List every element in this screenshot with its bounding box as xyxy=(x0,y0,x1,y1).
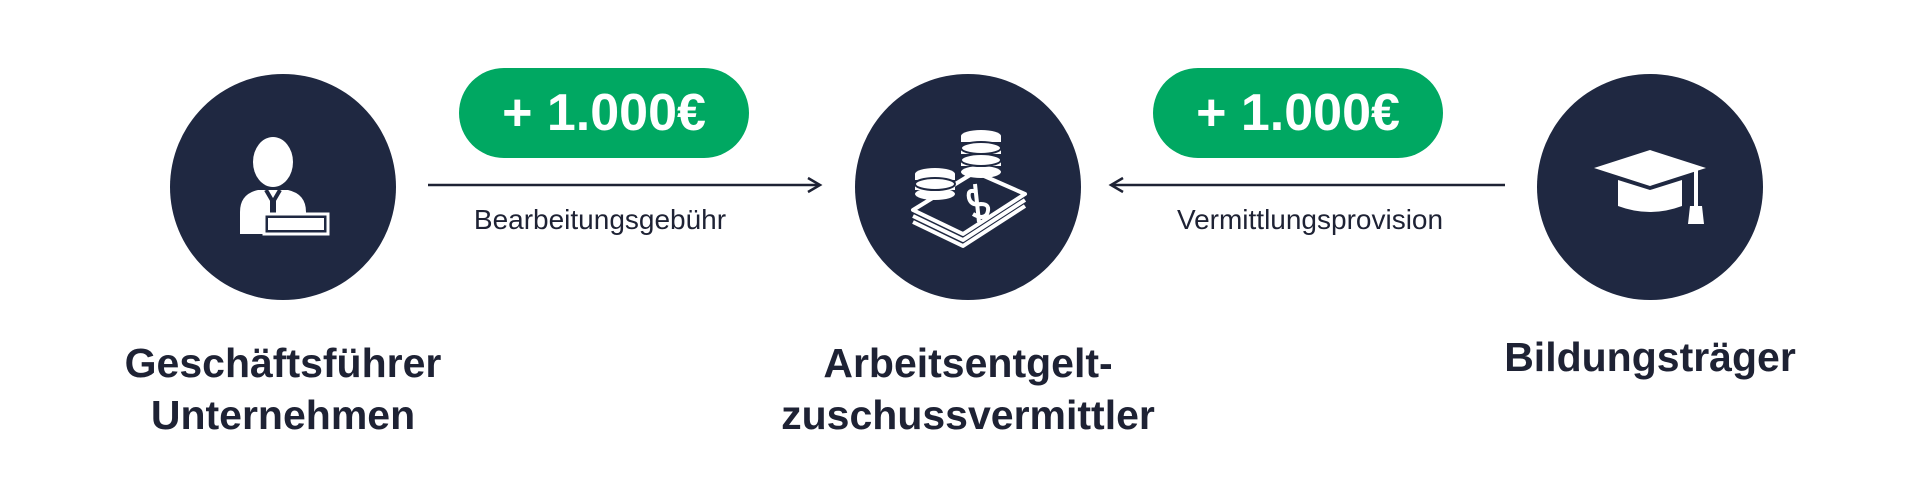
arrow-right-icon xyxy=(428,176,823,194)
businessman-node-circle xyxy=(170,74,396,300)
node-title-broker: Arbeitsentgelt- zuschussvermittler xyxy=(733,337,1203,441)
education-provider-node-circle xyxy=(1537,74,1763,300)
node-title-line: zuschussvermittler xyxy=(781,392,1155,438)
node-title-line: Geschäftsführer xyxy=(124,340,442,386)
money-coins-icon xyxy=(911,130,1027,248)
graduation-cap-icon xyxy=(1594,150,1706,224)
node-title-line: Arbeitsentgelt- xyxy=(823,340,1113,386)
node-title-education-provider: Bildungsträger xyxy=(1450,331,1850,383)
commission-label: Vermittlungsprovision xyxy=(1176,204,1444,235)
fee-amount-badge: + 1.000€ xyxy=(459,68,749,158)
node-title-line: Bildungsträger xyxy=(1504,334,1796,380)
fee-label: Bearbeitungsgebühr xyxy=(473,204,727,235)
arrow-left-icon xyxy=(1108,176,1505,194)
businessman-icon xyxy=(240,137,330,236)
node-title-line: Unternehmen xyxy=(150,392,416,438)
node-title-ceo: Geschäftsführer Unternehmen xyxy=(83,337,483,441)
broker-node-circle xyxy=(855,74,1081,300)
commission-amount-badge: + 1.000€ xyxy=(1153,68,1443,158)
